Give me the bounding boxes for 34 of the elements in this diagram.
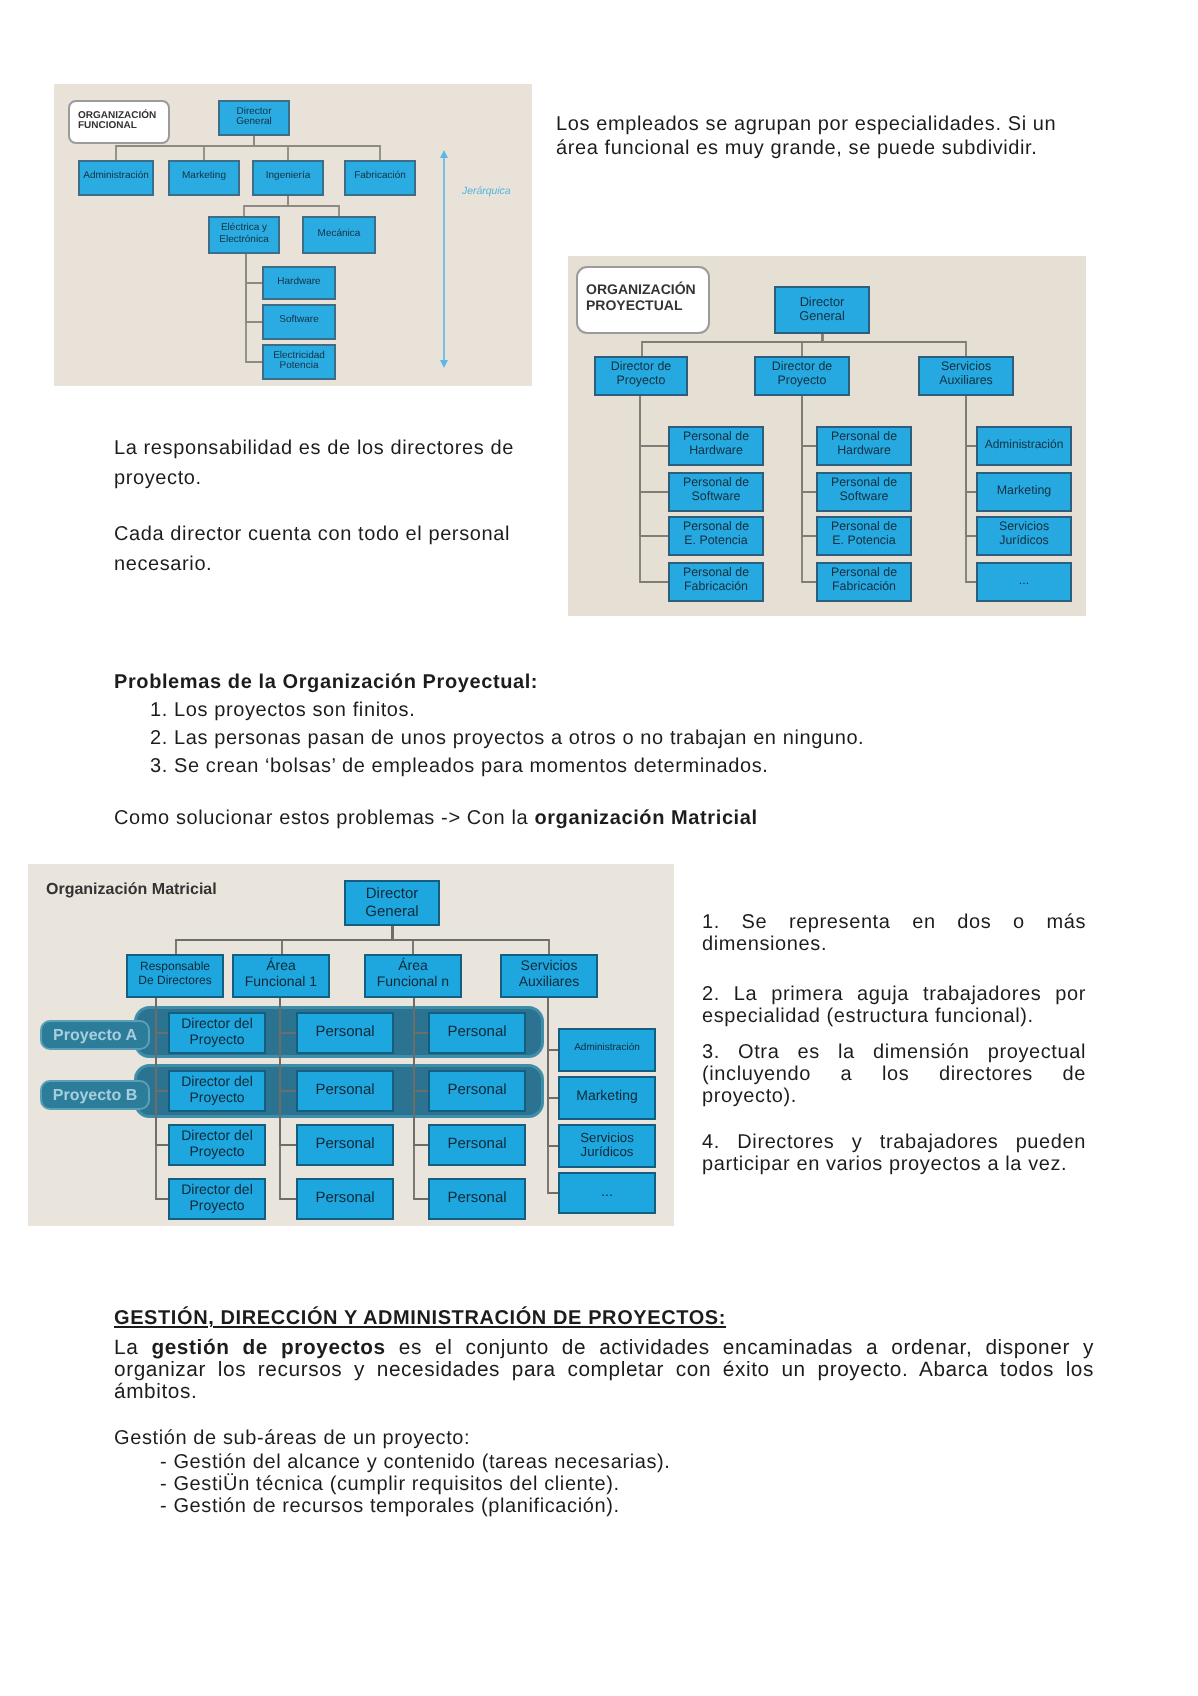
paragraph: Los empleados se agrupan por especialidades. Si un área funcional es muy grande, se puede subdividir. xyxy=(556,114,1059,162)
paragraph: Como solucionar estos problemas -> Con la organización Matricial xyxy=(114,806,758,834)
connector-line xyxy=(821,333,967,357)
project-band xyxy=(40,1064,544,1118)
chart-title: Organización Matricial xyxy=(46,880,217,900)
connector-line xyxy=(253,135,381,161)
section-heading: Problemas de la Organización Proyectual: xyxy=(114,670,539,698)
list-item: - GestiÜn técnica (cumplir requisitos del cliente). xyxy=(160,1474,620,1496)
list-item: 2. La primera aguja trabajadores por especialidad (estructura funcional). xyxy=(702,984,1086,1028)
list-item: 3. Otra es la dimensión proyectual (incluyendo a los directores de proyecto). xyxy=(702,1042,1086,1108)
list-item: - Gestión de recursos temporales (planificación). xyxy=(160,1496,620,1518)
connector-line xyxy=(391,925,550,955)
list-item: 1. Los proyectos son finitos. xyxy=(150,698,416,726)
project-tag: Proyecto A xyxy=(40,1020,150,1050)
paragraph: La gestión de proyectos es el conjunto de actividades encaminadas a ordenar, disponer y organizar los recursos y necesidades para completar con éxito un proyecto. Abarca todos los ámbitos. xyxy=(114,1338,1094,1406)
list-item: 1. Se representa en dos o más dimensiones. xyxy=(702,912,1086,956)
list-item: 3. Se crean ‘bolsas’ de empleados para momentos determinados. xyxy=(150,754,769,782)
paragraph: Gestión de sub-áreas de un proyecto: xyxy=(114,1428,471,1452)
connector-line xyxy=(287,195,340,217)
connector-line xyxy=(639,395,669,583)
project-tag: Proyecto B xyxy=(40,1080,150,1110)
connector-line xyxy=(965,395,977,583)
connector-line xyxy=(640,333,823,357)
connector-line xyxy=(801,395,817,583)
connector-line xyxy=(280,925,393,955)
list-item: - Gestión del alcance y contenido (tareas necesarias). xyxy=(160,1452,671,1474)
connector-line xyxy=(547,997,559,1194)
paragraph: La responsabilidad es de los directores de proyecto. xyxy=(114,436,516,494)
paragraph: Cada director cuenta con todo el personal necesario. xyxy=(114,522,512,580)
project-band xyxy=(40,1006,544,1058)
list-item: 2. Las personas pasan de unos proyectos a otros o no trabajan en ninguno. xyxy=(150,726,865,754)
section-heading: GESTIÓN, DIRECCIÓN Y ADMINISTRACIÓN DE PROYECTOS: xyxy=(114,1308,727,1332)
list-item: 4. Directores y trabajadores pueden participar en varios proyectos a la vez. xyxy=(702,1132,1086,1176)
connector-line xyxy=(245,253,263,363)
